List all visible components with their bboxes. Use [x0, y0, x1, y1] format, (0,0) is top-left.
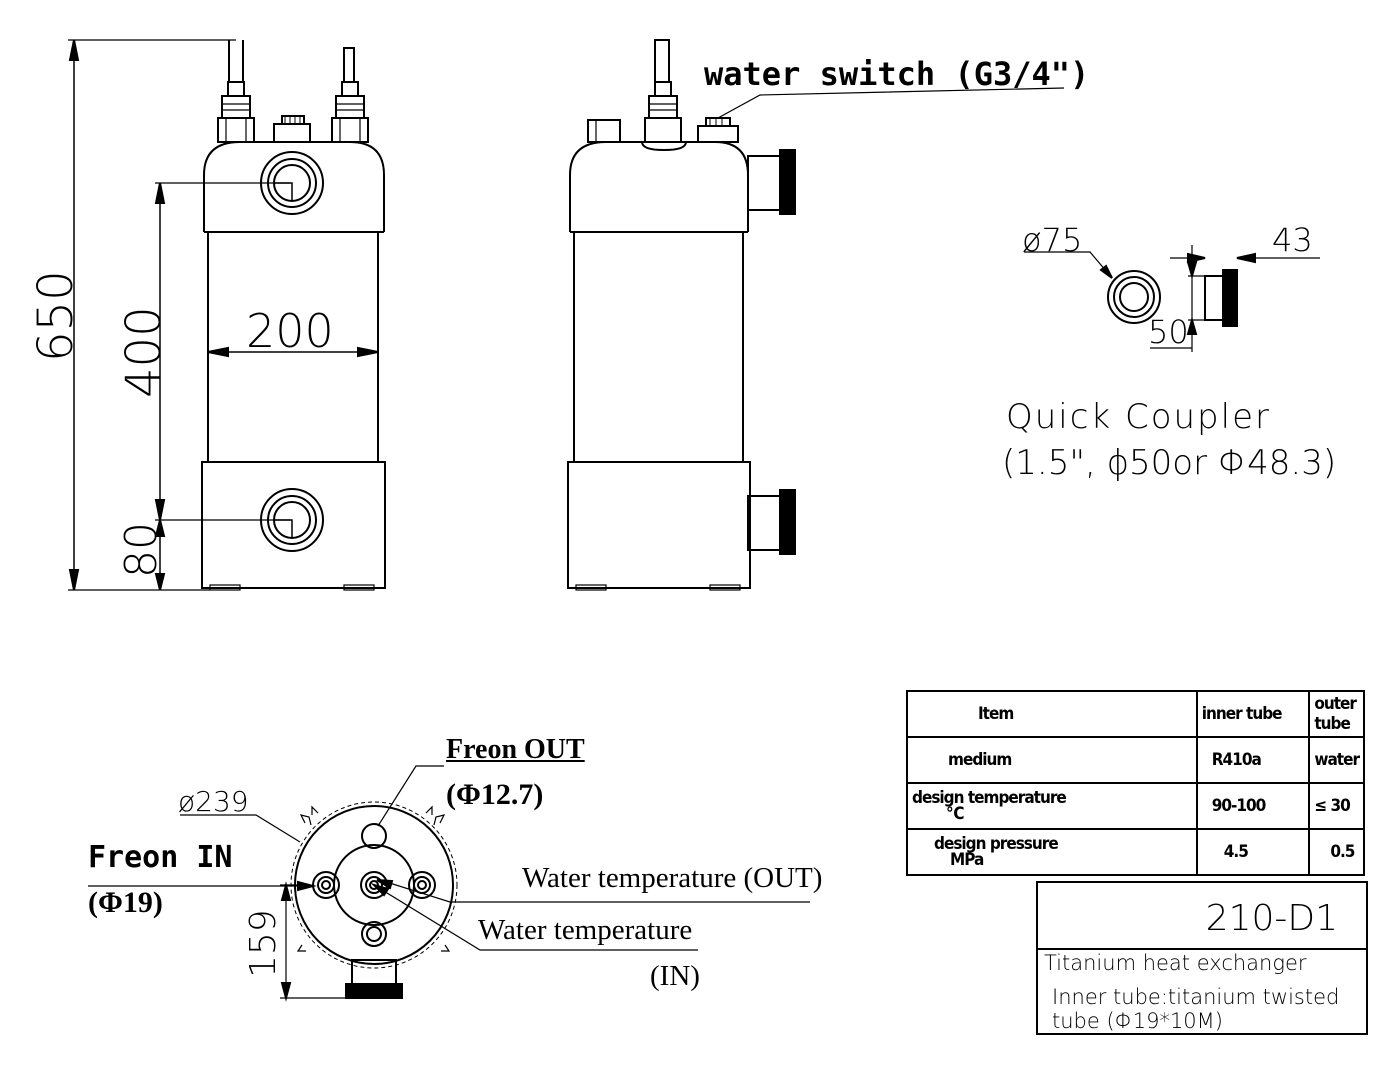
row-item: design temperature ℃	[906, 782, 1198, 830]
row-item-unit: ℃	[946, 804, 965, 824]
quick-coupler-spec: (1.5", ϕ50or Φ48.3)	[1002, 443, 1337, 483]
row-inner: 4.5	[1195, 828, 1311, 876]
outer-diameter-label: ø239	[178, 785, 249, 818]
table-row: design pressure MPa 4.5 0.5	[906, 828, 1365, 876]
freon-in-nut	[312, 871, 340, 899]
quick-coupler-detail	[1024, 245, 1320, 352]
water-temp-in-label: Water temperature	[478, 914, 693, 946]
dim-height-total: 650	[28, 270, 84, 362]
water-switch-label: water switch (G3/4")	[704, 55, 1090, 93]
row-outer: 0.5	[1308, 828, 1365, 876]
coupler-diameter-label: ø75	[1022, 221, 1083, 259]
front-view	[68, 39, 386, 591]
row-outer: water	[1308, 736, 1365, 784]
coupler-size-label: 50	[1148, 313, 1189, 351]
water-temp-in-label-2: (IN)	[650, 960, 700, 992]
side-view	[567, 39, 1065, 591]
row-inner: R410a	[1195, 736, 1311, 784]
table-row: design temperature ℃ 90-100 ≤ 30	[906, 782, 1365, 830]
dim-bottom-view-offset: 159	[243, 909, 284, 978]
table-header-row: Item inner tube outer tube	[906, 690, 1365, 738]
coupler-length-label: 43	[1272, 221, 1313, 259]
row-item-unit: MPa	[950, 850, 984, 870]
freon-out-size: (Φ12.7)	[446, 778, 544, 811]
row-outer: ≤ 30	[1308, 782, 1365, 830]
product-desc-1: Inner tube:titanium twisted	[1052, 985, 1340, 1009]
product-name: Titanium heat exchanger	[1044, 951, 1307, 975]
product-desc-2: tube (Φ19*10M)	[1052, 1009, 1223, 1033]
model-number: 210-D1	[1205, 898, 1338, 939]
header-outer-tube: outer tube	[1308, 690, 1365, 738]
row-item: design pressure MPa	[906, 828, 1198, 876]
quick-coupler-title: Quick Coupler	[1006, 397, 1271, 437]
dim-width-body: 200	[246, 304, 334, 358]
freon-in-label: Freon IN	[88, 840, 233, 875]
water-temp-out-nut	[408, 871, 436, 899]
row-item-name: design pressure	[934, 834, 1059, 854]
spec-table: Item inner tube outer tube medium R410a …	[906, 690, 1365, 876]
header-item: Item	[906, 690, 1198, 738]
row-item-name: design temperature	[912, 788, 1067, 808]
bottom-view	[88, 765, 810, 1002]
row-item: medium	[906, 736, 1198, 784]
row-inner: 90-100	[1195, 782, 1311, 830]
title-block: 210-D1 Titanium heat exchanger Inner tub…	[1036, 881, 1368, 1035]
dim-bottom-offset: 80	[116, 522, 167, 578]
title-block-model-row: 210-D1	[1038, 883, 1366, 950]
header-inner-tube: inner tube	[1195, 690, 1311, 738]
dim-height-body: 400	[116, 306, 172, 398]
water-temp-out-label: Water temperature (OUT)	[522, 862, 823, 894]
freon-out-label: Freon OUT	[446, 734, 585, 765]
table-row: medium R410a water	[906, 736, 1365, 784]
freon-in-size: (Φ19)	[88, 886, 163, 919]
